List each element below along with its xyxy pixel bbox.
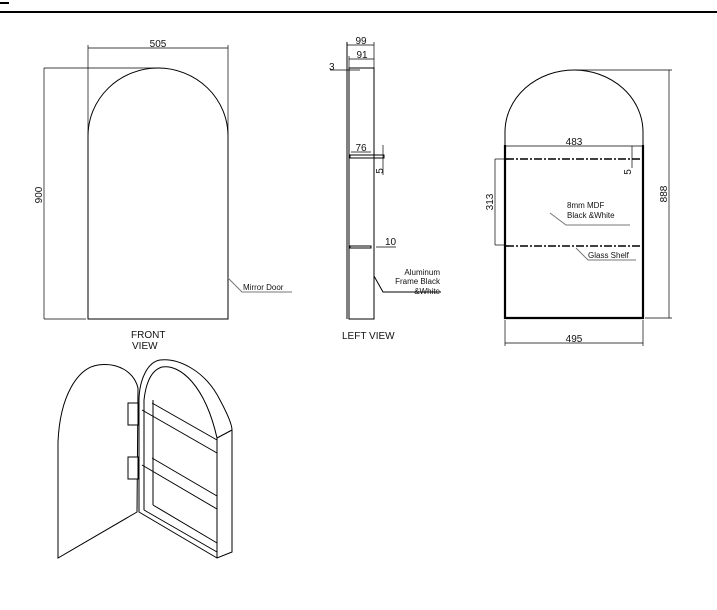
mdf-leader (549, 212, 630, 226)
cabinet-inner-arch (143, 366, 218, 439)
interior-view: 483 5 313 8mm MDF Black &White Glass She… (485, 69, 672, 346)
cabinet-edge (152, 504, 218, 544)
outer-width-dim: 495 (566, 334, 583, 345)
frame-callout-3: &White (414, 287, 440, 296)
iso-shelf-2-back (151, 457, 218, 497)
front-view: 505 900 Mirror Door FRONT VIEW (34, 39, 292, 352)
side-frame (348, 67, 375, 320)
iso-shelf-1-back (151, 402, 218, 441)
height-dim-888: 888 (659, 185, 670, 202)
hinge-top (127, 402, 139, 426)
cabinet-outline (503, 145, 645, 320)
front-view-title-1: FRONT (131, 330, 165, 341)
glass-shelf-leader (575, 247, 636, 261)
frame-leader (373, 275, 441, 293)
iso-shelf-1 (141, 409, 218, 454)
offset-dim: 3 (329, 62, 335, 73)
shelf-depth-dim: 76 (355, 143, 367, 154)
mdf-callout-1: 8mm MDF (567, 201, 604, 210)
cabinet-edge (216, 429, 233, 439)
shelf-thickness-dim: 5 (375, 168, 386, 174)
frame-callout-1: Aluminum (404, 268, 440, 277)
shelf-thickness-dim-2: 5 (623, 169, 634, 175)
mdf-callout-2: Black &White (567, 211, 615, 220)
glass-shelf-side (349, 245, 372, 249)
glass-dim: 10 (385, 237, 397, 248)
mirror-door-leader (227, 277, 292, 293)
front-door-outline (87, 67, 229, 320)
front-view-title-2: VIEW (132, 341, 158, 352)
left-view: 99 91 3 76 5 10 Aluminum Frame Black &Wh… (329, 36, 441, 342)
isometric-view (57, 359, 233, 559)
glass-shelf-callout: Glass Shelf (588, 251, 630, 260)
shelf-gap-dim: 313 (485, 193, 496, 210)
front-width-dim: 505 (150, 39, 167, 50)
left-view-title: LEFT VIEW (342, 331, 395, 342)
frame-callout-2: Frame Black (395, 277, 441, 286)
cabinet-edge (143, 509, 218, 553)
mdf-shelf-side (349, 154, 385, 159)
depth-dim: 99 (355, 36, 367, 47)
cabinet-arch (504, 69, 644, 145)
iso-shelf-2 (141, 464, 218, 510)
open-door (57, 363, 139, 559)
inner-width-dim: 483 (566, 137, 583, 148)
cabinet-body (138, 359, 233, 559)
hinge-bottom (127, 456, 139, 480)
front-height-dim: 900 (34, 186, 45, 203)
mirror-door-callout: Mirror Door (243, 283, 284, 292)
inner-depth-dim: 91 (356, 50, 368, 61)
